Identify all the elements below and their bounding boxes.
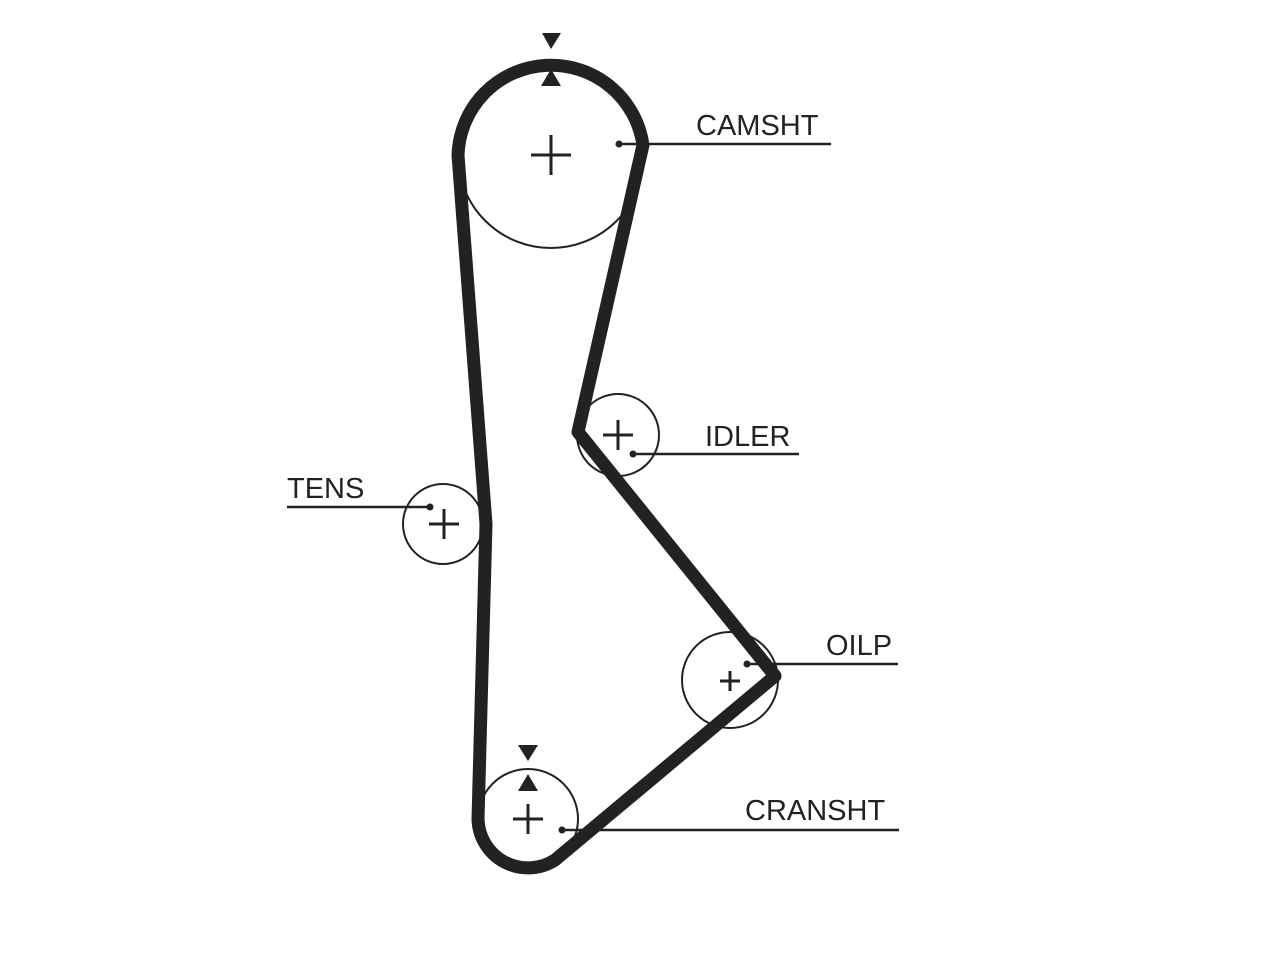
camshaft-timing-marker <box>541 33 561 86</box>
timing-belt <box>451 58 782 875</box>
idler-leader <box>629 450 799 458</box>
crankshaft-leader <box>558 826 899 834</box>
idler-center-mark <box>603 420 633 450</box>
crankshaft-timing-marker <box>518 745 538 791</box>
camshaft-label: CAMSHT <box>696 110 819 142</box>
camshaft-leader <box>615 140 831 148</box>
camshaft-center-mark <box>531 135 571 175</box>
oil-pump-leader <box>743 660 898 668</box>
crankshaft-label: CRANSHT <box>745 795 885 827</box>
crankshaft-center-mark <box>513 804 543 834</box>
oil-pump-label: OILP <box>826 630 892 662</box>
tensioner-leader <box>287 503 434 511</box>
tensioner-label: TENS <box>287 473 364 505</box>
idler-label: IDLER <box>705 421 790 453</box>
oil-pump-center-mark <box>720 671 740 691</box>
tensioner-center-mark <box>429 509 459 539</box>
